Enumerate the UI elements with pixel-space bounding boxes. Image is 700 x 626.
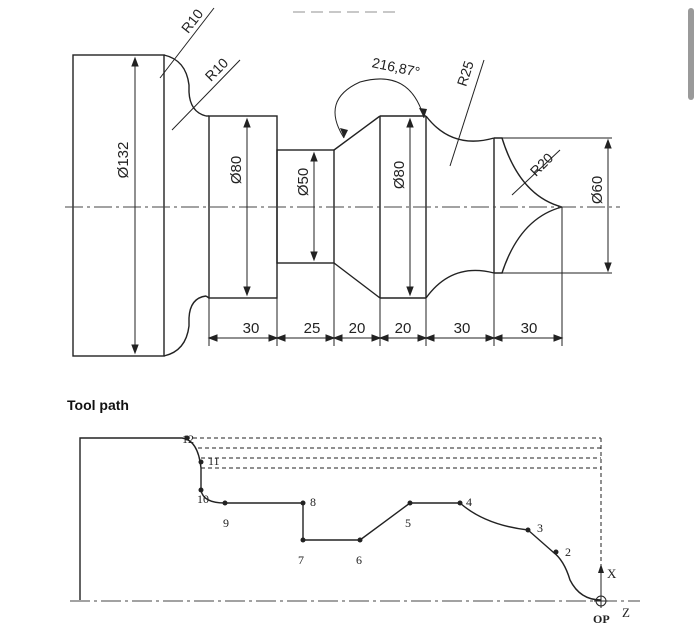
fillet-lower xyxy=(163,295,207,357)
dim-d80-right: Ø80 xyxy=(391,161,408,189)
toolpath-passes xyxy=(186,437,602,600)
origin-label: OP xyxy=(593,612,610,626)
point-10: 10 xyxy=(197,492,209,506)
axis-x-label: X xyxy=(607,566,617,581)
label-angle: 216,87° xyxy=(371,54,422,80)
dim-len-4: 20 xyxy=(395,320,412,337)
diameter-dims xyxy=(131,56,612,355)
radius-leaders xyxy=(159,7,561,196)
r25-upper xyxy=(425,115,495,142)
length-dims xyxy=(207,207,564,346)
dim-len-2: 25 xyxy=(304,320,321,337)
point-8: 8 xyxy=(310,495,316,509)
dim-len-6: 30 xyxy=(521,320,538,337)
point-12: 12 xyxy=(182,432,194,446)
axis-z-label: Z xyxy=(622,605,630,620)
point-5: 5 xyxy=(405,516,411,530)
point-3: 3 xyxy=(537,521,543,535)
scrollbar[interactable] xyxy=(688,8,694,100)
label-r10-lower: R10 xyxy=(202,55,232,85)
point-11: 11 xyxy=(208,454,220,468)
toolpath-outline xyxy=(79,437,602,601)
part-outline xyxy=(72,54,563,357)
point-2: 2 xyxy=(565,545,571,559)
toolpath-title: Tool path xyxy=(67,397,129,413)
label-r25: R25 xyxy=(454,59,477,89)
fillet-upper xyxy=(163,54,207,117)
toolpath-points xyxy=(184,435,559,555)
point-9: 9 xyxy=(223,516,229,530)
point-4: 4 xyxy=(466,495,472,509)
r20-lower xyxy=(494,206,563,274)
dim-d60: Ø60 xyxy=(589,176,606,204)
angle-arc xyxy=(334,78,425,139)
dim-len-5: 30 xyxy=(454,320,471,337)
cone-upper xyxy=(333,115,381,151)
label-r20: R20 xyxy=(527,150,557,180)
dim-len-1: 30 xyxy=(243,320,260,337)
r20-upper xyxy=(494,137,563,208)
dim-d80-left: Ø80 xyxy=(228,156,245,184)
point-7: 7 xyxy=(298,553,304,567)
dim-d132: Ø132 xyxy=(115,142,132,179)
label-r10-top: R10 xyxy=(178,6,207,36)
cylinder-132 xyxy=(72,54,165,357)
point-6: 6 xyxy=(356,553,362,567)
dim-len-3: 20 xyxy=(349,320,366,337)
r25-lower xyxy=(425,269,495,299)
cone-lower xyxy=(333,262,381,299)
dim-d50: Ø50 xyxy=(295,168,312,196)
